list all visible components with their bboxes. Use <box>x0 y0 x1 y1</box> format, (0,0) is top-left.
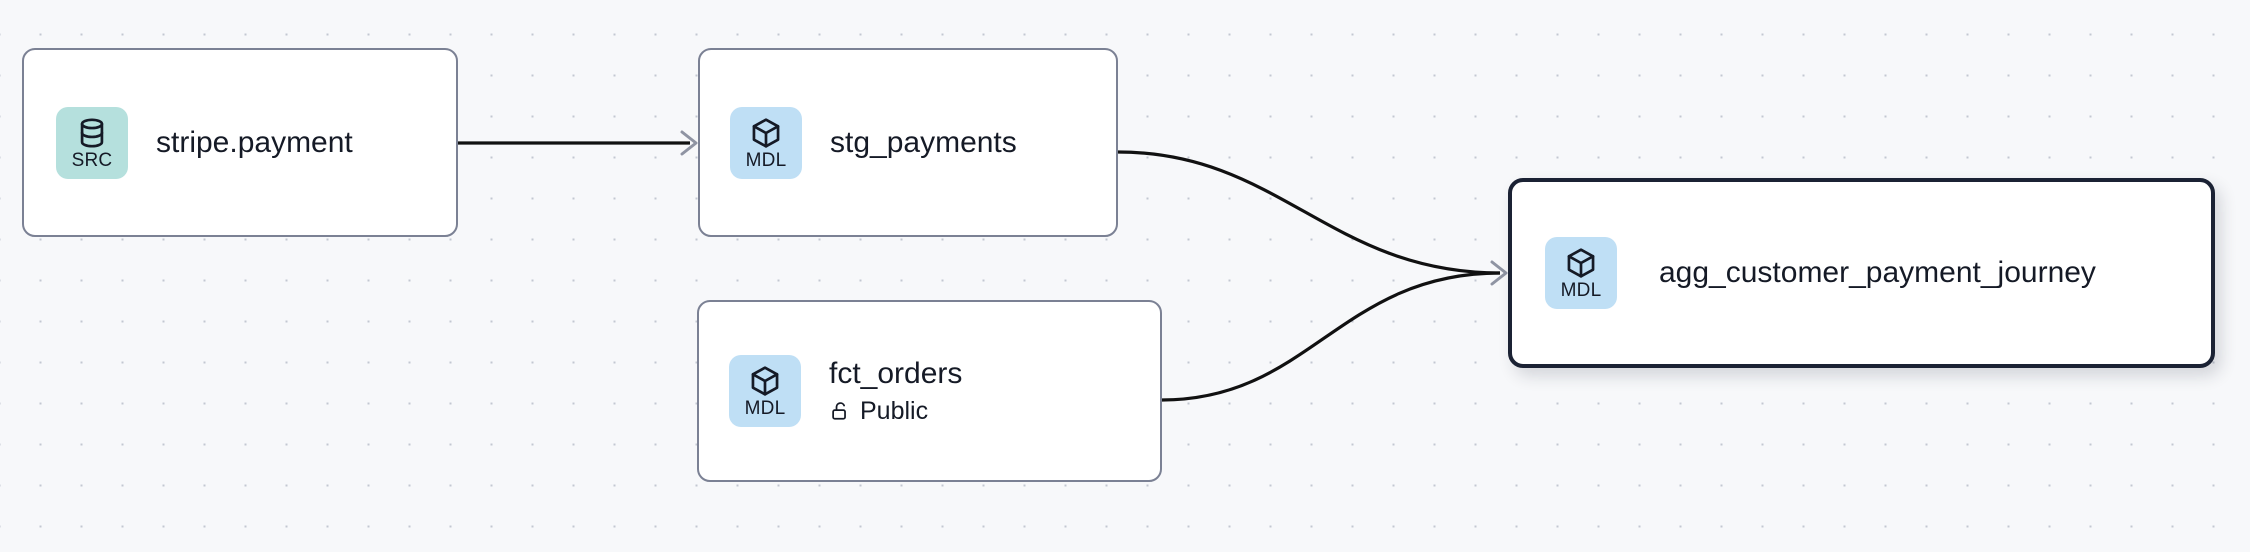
node-visibility: Public <box>829 396 962 426</box>
node-title: stripe.payment <box>156 125 353 159</box>
node-title: stg_payments <box>830 125 1017 159</box>
node-badge-label: SRC <box>71 149 113 171</box>
node-body: stg_payments <box>830 125 1017 161</box>
edge-stripe-to-stg <box>458 130 698 156</box>
node-badge-label: MDL <box>744 398 786 419</box>
edge-stg-to-agg <box>1117 150 1501 275</box>
node-visibility-label: Public <box>860 397 929 425</box>
edge-fct-to-agg <box>1161 260 1508 402</box>
node-badge-label: MDL <box>745 149 787 171</box>
node-fct-orders[interactable]: MDL fct_orders Public <box>697 300 1162 482</box>
node-body: fct_orders Public <box>829 356 962 426</box>
node-badge-mdl: MDL <box>729 355 801 427</box>
node-stg-payments[interactable]: MDL stg_payments <box>698 48 1118 237</box>
node-agg-customer-payment-journey[interactable]: MDL agg_customer_payment_journey <box>1508 178 2215 368</box>
node-badge-mdl: MDL <box>730 106 802 179</box>
node-badge-mdl: MDL <box>1545 237 1617 309</box>
unlocked-padlock-icon <box>832 402 846 420</box>
database-icon <box>80 117 104 148</box>
node-title: agg_customer_payment_journey <box>1659 256 2096 289</box>
cube-icon <box>752 117 780 148</box>
node-badge-label: MDL <box>1560 280 1602 301</box>
node-stripe-payment[interactable]: SRC stripe.payment <box>22 48 458 237</box>
cube-icon <box>751 366 779 396</box>
cube-icon <box>1567 248 1595 278</box>
node-title: fct_orders <box>829 357 963 390</box>
node-badge-src: SRC <box>56 106 128 179</box>
node-body: stripe.payment <box>156 125 353 161</box>
node-body: agg_customer_payment_journey <box>1659 255 2096 291</box>
